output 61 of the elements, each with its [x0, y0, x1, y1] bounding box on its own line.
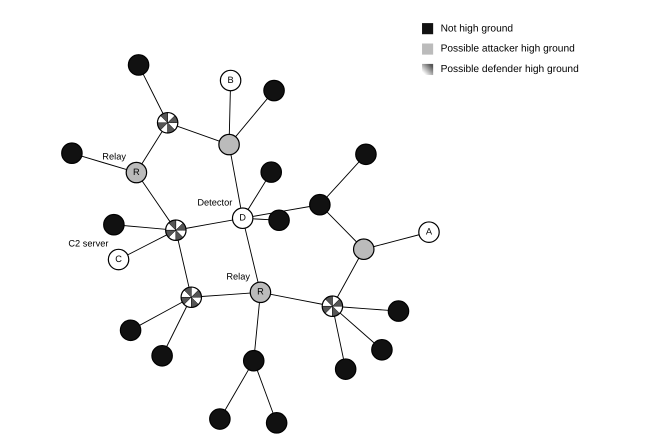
node-circle — [370, 338, 392, 361]
connector — [252, 218, 269, 220]
connector — [140, 131, 162, 164]
node-label: Relay — [102, 152, 126, 162]
connector — [126, 234, 167, 256]
node-circle — [102, 214, 124, 236]
connector — [141, 180, 170, 222]
node-label: Detector — [196, 197, 232, 208]
connector — [234, 98, 268, 138]
node-circle — [265, 412, 287, 434]
connector — [247, 180, 266, 210]
connector — [252, 206, 310, 217]
node-circle — [334, 358, 356, 380]
node-circle — [262, 80, 284, 102]
connector — [372, 234, 420, 248]
node-circle: B — [219, 70, 241, 92]
connector — [166, 306, 187, 347]
connector — [138, 302, 182, 326]
connector — [224, 369, 249, 411]
node-circle — [150, 344, 172, 367]
node-circle: R — [249, 282, 271, 304]
connector — [326, 212, 356, 242]
node-circle — [208, 408, 230, 430]
node-circle — [308, 194, 330, 216]
connector — [339, 312, 374, 344]
connector — [123, 225, 166, 230]
connector — [256, 370, 273, 414]
connector — [185, 220, 232, 229]
legend-label: Not high ground — [440, 23, 513, 34]
node-circle — [127, 54, 149, 76]
connector — [334, 316, 344, 360]
node-circle: R — [125, 162, 147, 184]
node-circle: A — [418, 221, 440, 243]
node-circle — [218, 134, 240, 156]
node-label: C2 server — [68, 238, 108, 249]
legend-label: Possible defender high ground — [440, 64, 578, 76]
node-label: Relay — [226, 271, 250, 282]
node-circle — [387, 300, 409, 322]
connector — [177, 240, 189, 288]
node-circle — [268, 209, 290, 232]
connector — [254, 302, 260, 351]
connector — [342, 306, 388, 311]
node-circle — [354, 143, 376, 166]
connector — [230, 154, 241, 208]
node-circle: D — [231, 207, 253, 230]
node-circle — [60, 142, 82, 164]
node-circle — [242, 350, 264, 372]
node-circle — [119, 319, 141, 342]
connector — [228, 90, 230, 135]
connector — [200, 292, 250, 297]
connector — [142, 74, 163, 114]
connector — [326, 162, 359, 198]
legend-label: Possible attacker high ground — [440, 44, 574, 55]
connector — [270, 294, 322, 305]
node-circle — [352, 238, 374, 260]
node-circle — [260, 161, 282, 183]
connector — [336, 258, 359, 298]
connector — [176, 126, 220, 142]
connector — [80, 156, 127, 170]
connector — [244, 228, 258, 283]
node-circle: C — [107, 248, 129, 270]
